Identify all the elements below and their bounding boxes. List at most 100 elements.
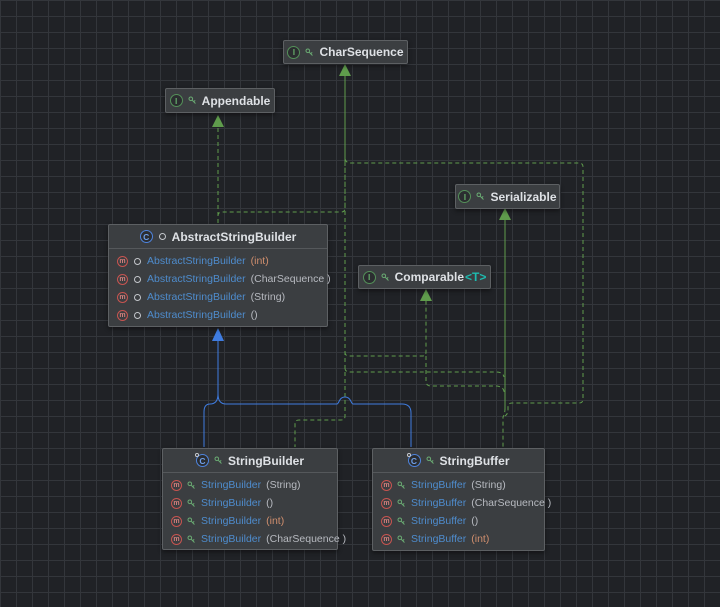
constructor-row[interactable]: m StringBuffer () [373, 512, 544, 530]
method-name: AbstractStringBuilder [147, 255, 246, 267]
method-icon: m [171, 479, 182, 491]
public-key-icon [397, 534, 406, 544]
node-serializable[interactable]: I Serializable [455, 184, 560, 209]
method-name: StringBuilder [201, 533, 262, 545]
public-key-icon [187, 498, 196, 508]
constructor-row[interactable]: m StringBuilder (CharSequence ) [163, 530, 346, 548]
method-name: StringBuilder [201, 515, 262, 527]
node-appendable[interactable]: I Appendable [165, 88, 275, 113]
constructor-row[interactable]: m StringBuilder (int) [163, 512, 337, 530]
method-icon: m [117, 291, 128, 303]
node-charsequence[interactable]: I CharSequence [283, 40, 408, 64]
node-title-abstractstringbuilder: AbstractStringBuilder [171, 229, 297, 244]
constructor-row[interactable]: m AbstractStringBuilder (int) [109, 252, 327, 270]
method-icon: m [171, 533, 182, 545]
method-icon: m [381, 479, 392, 491]
public-key-icon [381, 272, 390, 282]
method-icon: m [117, 255, 128, 267]
constructor-row[interactable]: m AbstractStringBuilder (String) [109, 288, 327, 306]
method-params: (int) [266, 515, 285, 527]
method-icon: m [117, 309, 128, 321]
asb-generalization-arrowhead [212, 328, 224, 341]
package-private-icon [133, 275, 142, 284]
node-stringbuffer[interactable]: C StringBuffer m StringBuffer (String) m… [372, 448, 551, 551]
method-params: () [471, 515, 479, 527]
node-stringbuilder[interactable]: C StringBuilder m StringBuilder (String)… [162, 448, 346, 550]
edge-stringbuffer-implements-charsequence[interactable] [344, 158, 584, 417]
method-icon: m [381, 497, 392, 509]
method-name: StringBuffer [411, 497, 467, 509]
method-name: StringBuffer [411, 479, 467, 491]
method-params: (int) [250, 255, 269, 267]
edge-stringbuilder-implements-serializable[interactable] [344, 367, 505, 378]
method-name: AbstractStringBuilder [147, 273, 246, 285]
method-name: StringBuilder [201, 479, 262, 491]
public-key-icon [305, 47, 314, 57]
public-key-icon [476, 192, 485, 201]
method-params: (int) [471, 533, 490, 545]
comparable-arrowhead [420, 289, 432, 301]
constructor-row[interactable]: m StringBuilder () [163, 494, 337, 512]
node-title-stringbuilder: StringBuilder [227, 453, 304, 468]
edge-stringbuilder-extends-asb[interactable] [203, 393, 219, 447]
method-params: (String) [250, 291, 286, 303]
constructor-row[interactable]: m AbstractStringBuilder () [109, 306, 327, 324]
edge-stringbuilder-implements-comparable[interactable] [344, 300, 427, 357]
public-key-icon [187, 534, 196, 544]
serializable-arrowhead [499, 208, 511, 220]
method-params: (String) [471, 479, 506, 491]
constructor-row[interactable]: m StringBuilder (String) [163, 476, 337, 494]
node-title-charsequence: CharSequence [319, 45, 404, 59]
method-icon: m [381, 533, 392, 545]
method-name: AbstractStringBuilder [147, 309, 246, 321]
appendable-arrowhead [212, 115, 224, 127]
edge-stringbuffer-implements-serializable[interactable] [502, 407, 506, 447]
method-name: StringBuffer [411, 533, 467, 545]
package-private-icon [133, 293, 142, 302]
method-icon: m [171, 497, 182, 509]
method-icon: m [171, 515, 182, 527]
node-title-appendable: Appendable [201, 93, 271, 108]
edge-asb-implements-charsequence[interactable] [217, 164, 346, 223]
public-key-icon [397, 498, 406, 508]
method-params: (CharSequence ) [266, 533, 347, 545]
charsequence-arrowhead [339, 64, 351, 76]
node-title-comparable: Comparable [394, 270, 464, 284]
method-icon: m [381, 515, 392, 527]
package-private-icon [158, 232, 167, 241]
node-title-stringbuffer: StringBuffer [439, 453, 510, 468]
node-comparable[interactable]: I Comparable<T> [358, 265, 491, 289]
method-name: StringBuffer [411, 515, 467, 527]
method-params: (String) [266, 479, 301, 491]
edge-stringbuilder-implements-charsequence[interactable] [294, 162, 346, 447]
interface-icon: I [169, 94, 183, 107]
package-private-icon [133, 257, 142, 266]
method-name: StringBuilder [201, 497, 262, 509]
edge-stringbuffer-extends-asb[interactable] [217, 393, 412, 447]
final-class-icon: C [406, 453, 421, 467]
method-params: () [266, 497, 274, 509]
public-key-icon [397, 516, 406, 526]
constructor-row[interactable]: m StringBuffer (CharSequence ) [373, 494, 551, 512]
method-params: (CharSequence ) [250, 273, 331, 285]
interface-icon: I [362, 270, 376, 284]
public-key-icon [214, 456, 223, 465]
edge-stringbuffer-implements-comparable[interactable] [425, 356, 505, 394]
class-icon: C [139, 230, 153, 243]
generic-type-parameter: <T> [465, 270, 487, 284]
public-key-icon [187, 516, 196, 526]
constructor-row[interactable]: m AbstractStringBuilder (CharSequence ) [109, 270, 331, 288]
public-key-icon [425, 456, 435, 465]
node-title-serializable: Serializable [490, 189, 557, 204]
node-abstractstringbuilder[interactable]: C AbstractStringBuilder m AbstractString… [108, 224, 331, 327]
public-key-icon [397, 480, 406, 490]
public-key-icon [188, 96, 197, 105]
public-key-icon [187, 480, 196, 490]
method-params: () [250, 309, 258, 321]
interface-icon: I [287, 45, 301, 59]
constructor-row[interactable]: m StringBuffer (int) [373, 530, 544, 548]
method-icon: m [117, 273, 128, 285]
constructor-row[interactable]: m StringBuffer (String) [373, 476, 544, 494]
method-name: AbstractStringBuilder [147, 291, 246, 303]
